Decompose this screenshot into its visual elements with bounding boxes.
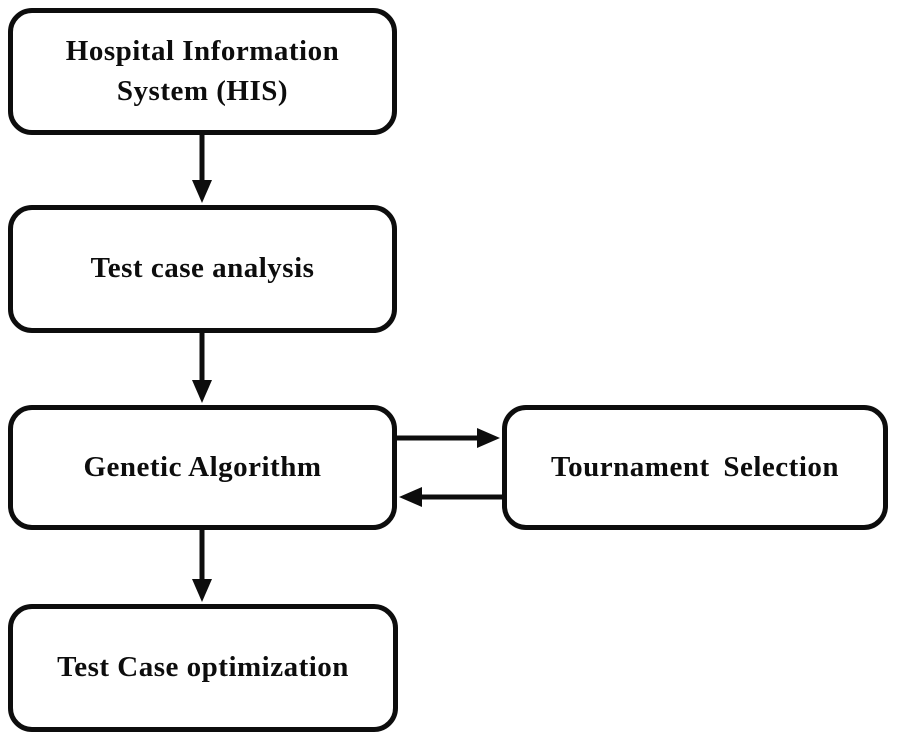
node-hospital-information-system-label: Hospital Information System (HIS) [65, 35, 340, 107]
node-hospital-information-system: Hospital Information System (HIS) [8, 8, 397, 135]
arrow-ga-to-optimization [192, 530, 212, 602]
node-genetic-algorithm-label: Genetic Algorithm [83, 450, 322, 483]
node-tournament-selection: Tournament Selection [502, 405, 888, 530]
arrow-analysis-to-ga [192, 333, 212, 403]
node-test-case-analysis: Test case analysis [8, 205, 397, 333]
arrow-his-to-analysis [192, 135, 212, 203]
node-test-case-analysis-label: Test case analysis [90, 252, 315, 285]
node-tournament-selection-label: Tournament Selection [550, 450, 840, 483]
node-genetic-algorithm: Genetic Algorithm [8, 405, 397, 530]
node-test-case-optimization: Test Case optimization [8, 604, 398, 732]
arrow-ts-to-ga [399, 487, 502, 507]
arrow-ga-to-ts [397, 428, 500, 448]
node-test-case-optimization-label: Test Case optimization [57, 651, 349, 684]
